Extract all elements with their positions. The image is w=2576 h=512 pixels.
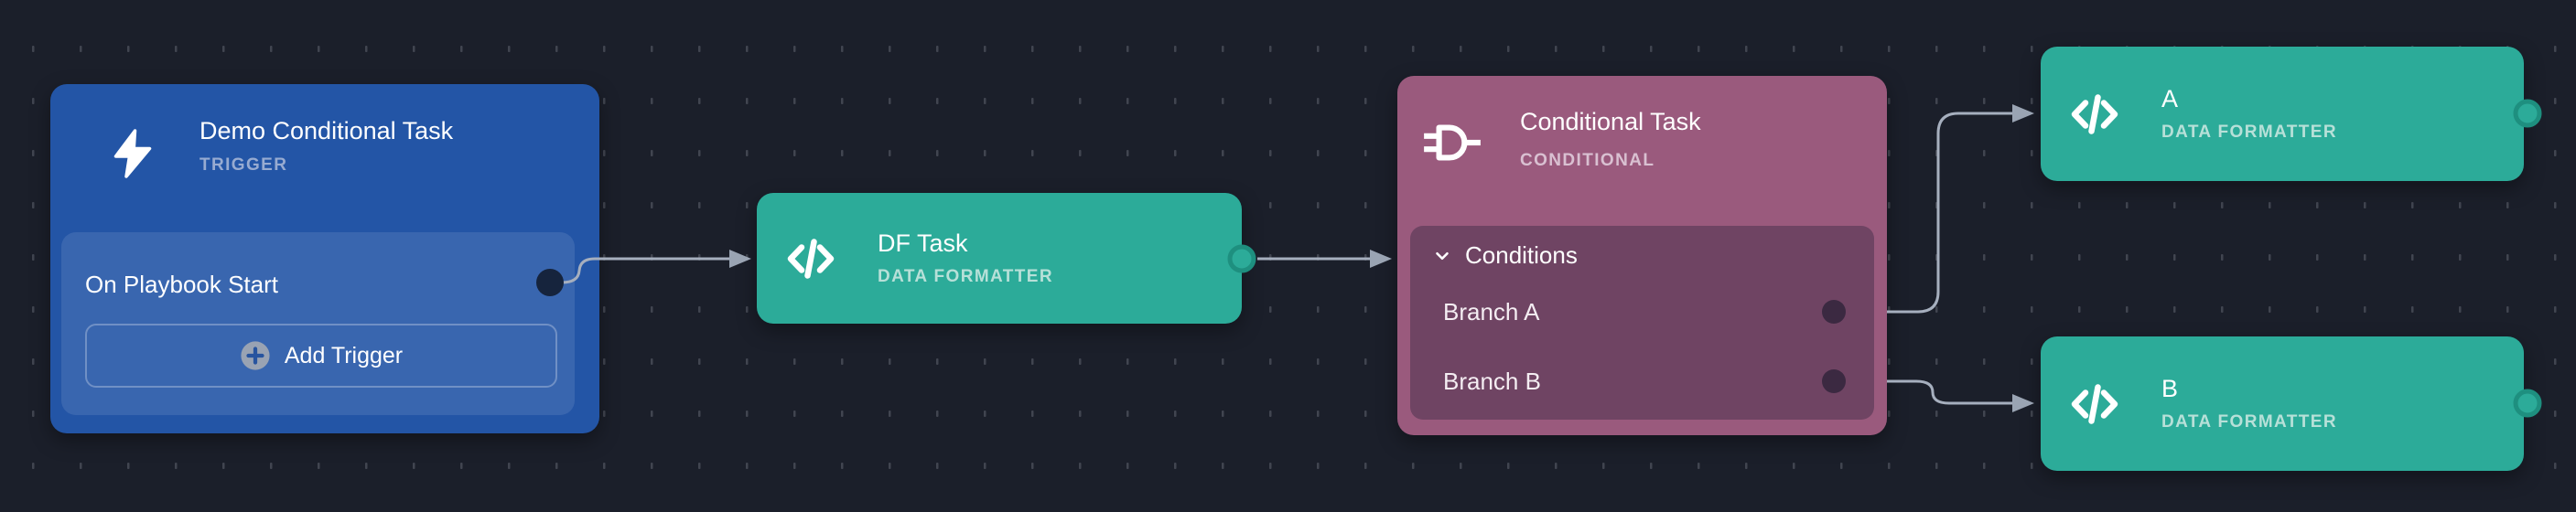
arrowhead-icon xyxy=(2012,104,2034,123)
node-trigger[interactable]: Demo Conditional Task TRIGGER On Playboo… xyxy=(50,84,599,433)
conditional-node-title: Conditional Task xyxy=(1520,108,1701,135)
edge-df-task-to-conditional[interactable] xyxy=(1257,250,1392,268)
chevron-down-icon xyxy=(1436,251,1449,260)
node-b[interactable]: B DATA FORMATTER xyxy=(2041,336,2524,471)
port-branch-a-output[interactable] xyxy=(1822,300,1846,324)
port-trigger-output[interactable] xyxy=(536,269,564,296)
conditional-node-type-label: CONDITIONAL xyxy=(1520,151,1655,170)
port-node-a-output[interactable] xyxy=(2513,99,2542,128)
conditions-panel: Conditions Branch A Branch B xyxy=(1410,226,1874,420)
conditions-section-label: Conditions xyxy=(1465,241,1578,269)
trigger-row-on-playbook-start[interactable]: On Playbook Start xyxy=(85,271,278,298)
node-df-task[interactable]: DF Task DATA FORMATTER xyxy=(757,193,1242,324)
branch-a-row[interactable]: Branch A xyxy=(1443,298,1540,325)
df-task-title: DF Task xyxy=(878,229,968,257)
node-conditional-task[interactable]: Conditional Task CONDITIONAL Conditions … xyxy=(1397,76,1887,435)
arrowhead-icon xyxy=(729,250,751,268)
plus-circle-icon xyxy=(241,341,270,370)
add-trigger-button[interactable]: Add Trigger xyxy=(85,324,557,388)
code-brackets-icon xyxy=(2071,93,2118,134)
code-brackets-icon xyxy=(787,238,835,279)
trigger-list-panel: On Playbook Start Add Trigger xyxy=(61,232,575,415)
port-node-b-output[interactable] xyxy=(2513,389,2542,418)
trigger-node-type-label: TRIGGER xyxy=(199,155,288,175)
node-a[interactable]: A DATA FORMATTER xyxy=(2041,47,2524,181)
conditions-collapse-header[interactable]: Conditions xyxy=(1432,241,1578,270)
edge-branch-b-to-node-b[interactable] xyxy=(1887,379,2034,412)
edge-branch-a-to-node-a[interactable] xyxy=(1887,104,2034,314)
node-a-type-label: DATA FORMATTER xyxy=(2161,123,2337,142)
arrowhead-icon xyxy=(2012,394,2034,412)
add-trigger-label: Add Trigger xyxy=(284,342,404,368)
node-a-title: A xyxy=(2161,85,2179,112)
branch-b-row[interactable]: Branch B xyxy=(1443,368,1541,395)
node-b-type-label: DATA FORMATTER xyxy=(2161,412,2337,432)
df-task-type-label: DATA FORMATTER xyxy=(878,267,1053,286)
arrowhead-icon xyxy=(1370,250,1392,268)
port-branch-b-output[interactable] xyxy=(1822,369,1846,393)
port-df-task-output[interactable] xyxy=(1227,244,1256,273)
node-b-title: B xyxy=(2161,375,2179,402)
code-brackets-icon xyxy=(2071,383,2118,424)
trigger-node-title: Demo Conditional Task xyxy=(199,117,454,144)
logic-gate-icon xyxy=(1424,124,1481,161)
lightning-bolt-icon xyxy=(113,129,152,178)
edge-trigger-to-df-task[interactable] xyxy=(561,250,751,284)
